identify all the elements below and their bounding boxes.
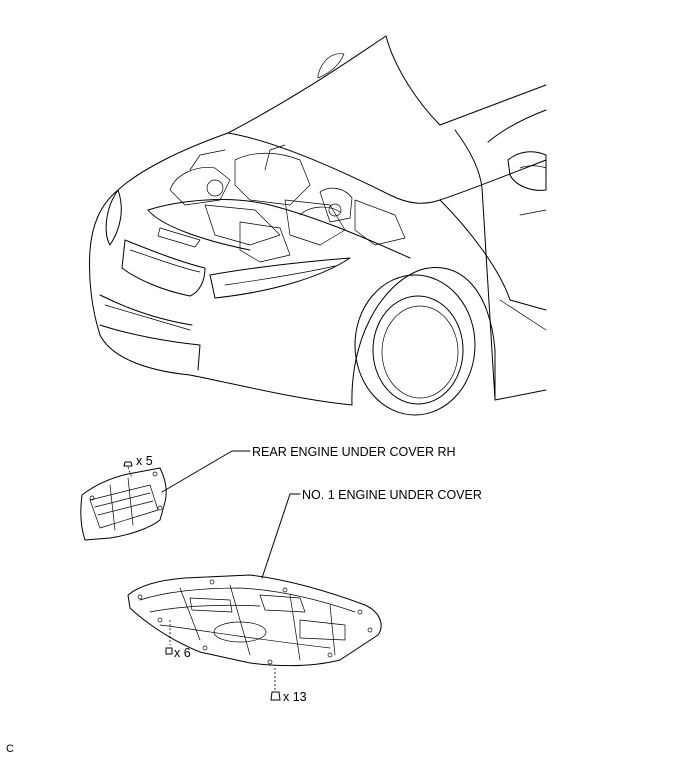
engine-bay — [157, 144, 406, 263]
no1-engine-under-cover — [127, 493, 382, 701]
no1-cover-clip-qty: x 6 — [174, 646, 191, 660]
rear-engine-under-cover-rh — [80, 450, 251, 541]
fastener-icon — [123, 461, 133, 467]
car-illustration — [89, 35, 547, 416]
rear-cover-fastener-qty: x 5 — [136, 454, 153, 468]
clip-icon — [165, 647, 173, 655]
no1-cover-label: NO. 1 ENGINE UNDER COVER — [302, 488, 482, 502]
bolt-icon — [270, 691, 281, 701]
corner-code: C — [6, 743, 14, 755]
no1-cover-bolt-qty: x 13 — [283, 690, 307, 704]
rear-cover-rh-label: REAR ENGINE UNDER COVER RH — [252, 445, 456, 459]
